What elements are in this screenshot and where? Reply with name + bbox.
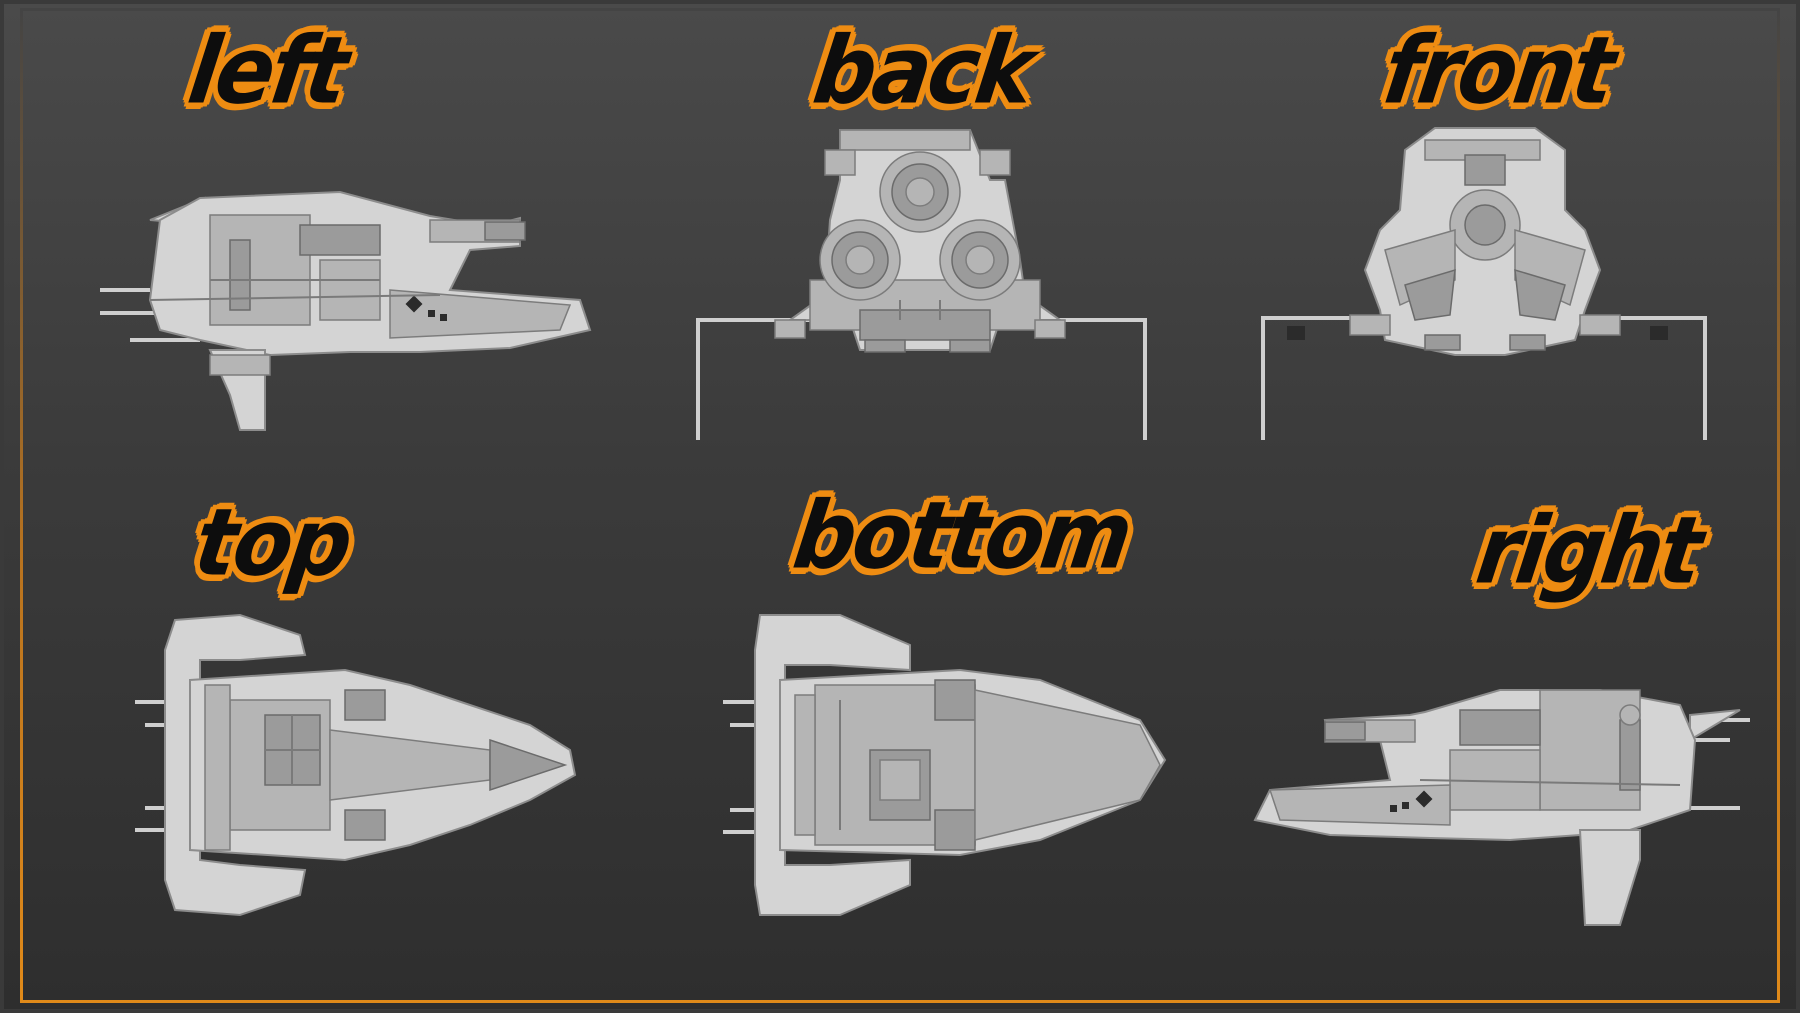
spaceship-bottom-view	[723, 614, 1167, 916]
spaceship-front-view	[1261, 127, 1707, 440]
spaceship-left-view	[100, 190, 592, 431]
label-back: back	[807, 16, 1039, 125]
spaceship-right-view	[1253, 689, 1750, 926]
spaceship-top-view	[135, 613, 577, 917]
spaceship-back-view	[696, 129, 1147, 440]
label-bottom: bottom	[787, 482, 1137, 590]
label-top: top	[188, 489, 357, 597]
label-left: left	[182, 16, 352, 125]
label-front: front	[1377, 16, 1619, 125]
label-right: right	[1470, 497, 1707, 605]
